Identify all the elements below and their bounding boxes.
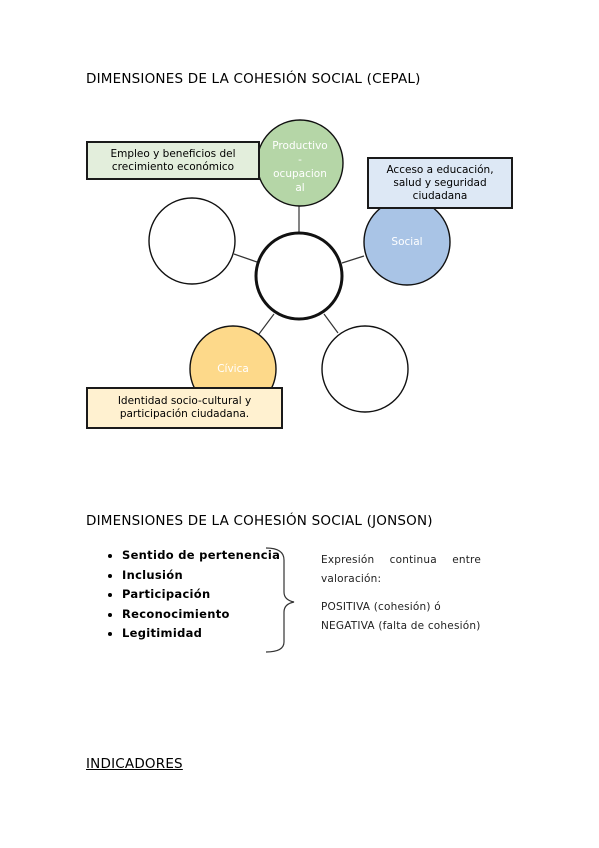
label-civica: Cívica xyxy=(217,363,249,375)
callout-civica-text: Identidad socio-cultural y participación… xyxy=(117,395,252,420)
connector-right xyxy=(341,255,365,264)
list-item: Legitimidad xyxy=(122,624,280,644)
circle-left-empty xyxy=(148,197,236,285)
section-title-indicadores: INDICADORES xyxy=(86,756,183,772)
connector-bottom-right xyxy=(323,313,339,334)
circle-bottom-right-empty xyxy=(321,325,409,413)
connector-bottom-left xyxy=(258,313,275,335)
list-item: Sentido de pertenencia xyxy=(122,546,280,566)
right-brace xyxy=(265,547,295,653)
section-title-cepal: DIMENSIONES DE LA COHESIÓN SOCIAL (CEPAL… xyxy=(86,71,421,87)
list-item: Reconocimiento xyxy=(122,605,280,625)
connector-left xyxy=(233,253,258,263)
callout-social-text: Acceso a educación, salud y seguridad ci… xyxy=(386,163,494,202)
callout-social: Acceso a educación, salud y seguridad ci… xyxy=(367,157,513,209)
label-social: Social xyxy=(391,236,423,248)
section-title-jonson: DIMENSIONES DE LA COHESIÓN SOCIAL (JONSO… xyxy=(86,513,433,529)
note-valoracion: Expresión continua entre valoración: xyxy=(321,554,481,585)
center-circle xyxy=(254,231,344,321)
label-productivo: Productivo - ocupacion al xyxy=(272,140,328,194)
callout-productivo: Empleo y beneficios del crecimiento econ… xyxy=(86,141,260,180)
list-item: Inclusión xyxy=(122,566,280,586)
callout-productivo-text: Empleo y beneficios del crecimiento econ… xyxy=(110,147,236,173)
list-item: Participación xyxy=(122,585,280,605)
callout-civica: Identidad socio-cultural y participación… xyxy=(86,387,283,429)
note-positiva-negativa: POSITIVA (cohesión) ó NEGATIVA (falta de… xyxy=(321,601,481,632)
dimension-list: Sentido de pertenencia Inclusión Partici… xyxy=(100,546,280,644)
